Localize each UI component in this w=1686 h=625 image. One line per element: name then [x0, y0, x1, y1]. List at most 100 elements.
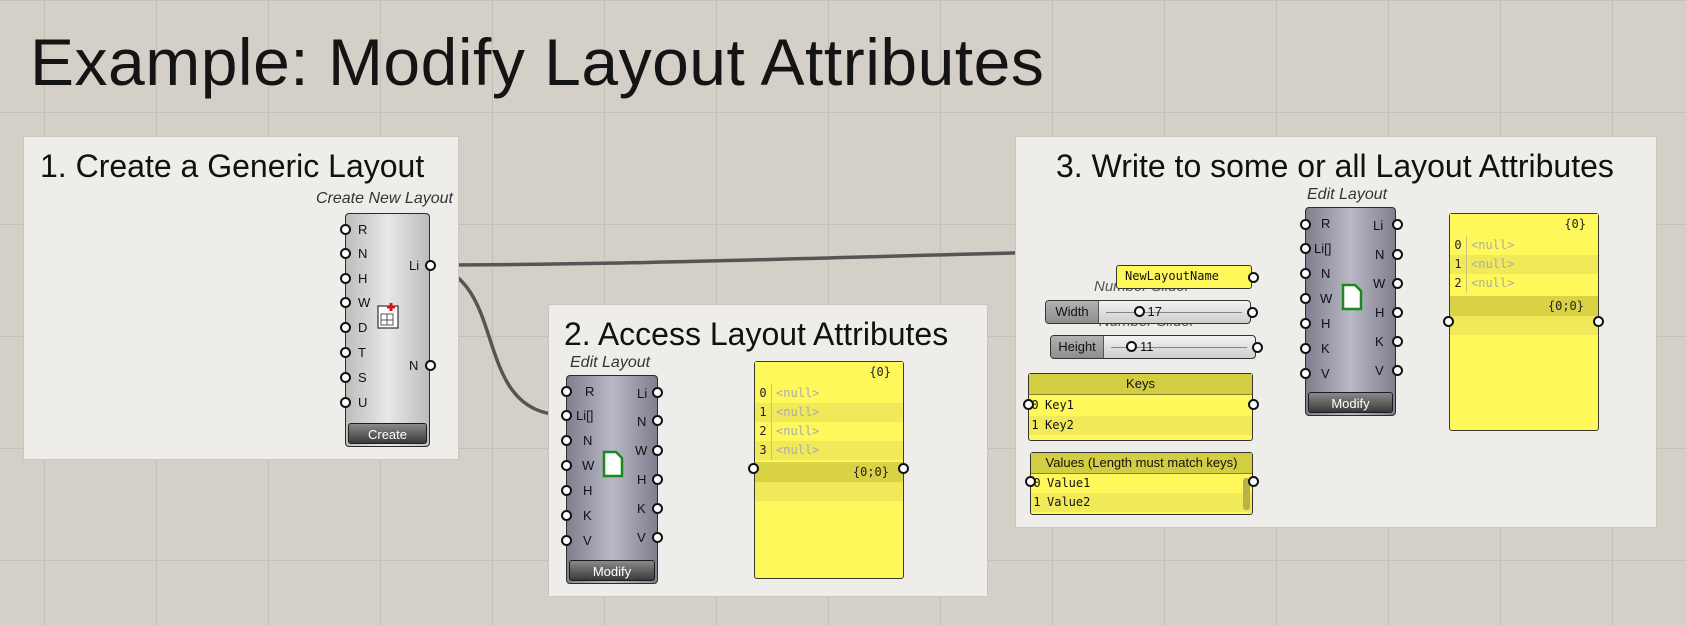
edit-layout-component-2[interactable]: R Li[] N W H K V Li N W H K V Modify	[566, 375, 658, 584]
input-port-w: W	[1320, 291, 1333, 306]
input-port-k: K	[1321, 341, 1330, 356]
output-port-v: V	[637, 530, 646, 545]
pin-edit2-k[interactable]	[561, 510, 572, 521]
values-panel-title: Values (Length must match keys)	[1031, 453, 1252, 474]
layout-page-icon	[602, 450, 624, 478]
pin-edit2-out-k[interactable]	[652, 503, 663, 514]
create-button[interactable]: Create	[348, 423, 427, 444]
pin-height-out[interactable]	[1252, 342, 1263, 353]
pin-edit3-li[interactable]	[1300, 243, 1311, 254]
pin-panel3-in[interactable]	[1443, 316, 1454, 327]
edit-layout-3-name: Edit Layout	[1307, 186, 1388, 203]
input-port-r: R	[585, 384, 595, 399]
input-port-d: D	[358, 320, 368, 335]
output-port-li: Li	[409, 258, 420, 273]
pin-create-out-n[interactable]	[425, 360, 436, 371]
pin-create-n[interactable]	[340, 248, 351, 259]
pin-create-t[interactable]	[340, 347, 351, 358]
pin-edit2-out-w[interactable]	[652, 445, 663, 456]
input-port-n: N	[1321, 266, 1331, 281]
pin-keys-in[interactable]	[1023, 399, 1034, 410]
pin-edit3-out-v[interactable]	[1392, 365, 1403, 376]
pin-edit2-out-n[interactable]	[652, 415, 663, 426]
pin-edit2-n[interactable]	[561, 435, 572, 446]
pin-edit2-out-li[interactable]	[652, 387, 663, 398]
edit-layout-component-3[interactable]: R Li[] N W H K V Li N W H K V Modify	[1305, 207, 1396, 416]
output-port-w: W	[1373, 276, 1386, 291]
panel-spacer	[1450, 316, 1598, 335]
output-port-w: W	[635, 443, 648, 458]
pin-edit3-r[interactable]	[1300, 219, 1311, 230]
pin-edit2-li[interactable]	[561, 410, 572, 421]
input-port-n: N	[358, 246, 368, 261]
input-port-r: R	[358, 222, 368, 237]
panel-header: {0}	[755, 362, 903, 382]
pin-edit3-h[interactable]	[1300, 318, 1311, 329]
pin-create-r[interactable]	[340, 224, 351, 235]
pin-edit3-out-w[interactable]	[1392, 278, 1403, 289]
pin-panel2-in[interactable]	[748, 463, 759, 474]
pin-edit2-v[interactable]	[561, 535, 572, 546]
pin-panel2-out[interactable]	[898, 463, 909, 474]
pin-edit3-k[interactable]	[1300, 343, 1311, 354]
pin-create-s[interactable]	[340, 372, 351, 383]
output-port-n: N	[637, 414, 647, 429]
pin-edit3-out-h[interactable]	[1392, 307, 1403, 318]
input-port-s: S	[358, 370, 367, 385]
pin-create-u[interactable]	[340, 397, 351, 408]
height-slider-knob[interactable]	[1126, 341, 1137, 352]
output-panel-3[interactable]: {0} 0<null> 1<null> 2<null> {0;0}	[1449, 213, 1599, 431]
height-slider[interactable]: Height 11	[1050, 335, 1256, 359]
panel-row: 1<null>	[1450, 255, 1598, 274]
output-port-v: V	[1375, 363, 1384, 378]
pin-edit3-out-k[interactable]	[1392, 336, 1403, 347]
pin-create-out-li[interactable]	[425, 260, 436, 271]
panel-spacer	[755, 482, 903, 501]
input-port-n: N	[583, 433, 593, 448]
input-port-w: W	[582, 458, 595, 473]
width-slider-knob[interactable]	[1133, 306, 1145, 317]
pin-create-d[interactable]	[340, 322, 351, 333]
values-panel-scrollbar[interactable]	[1243, 478, 1250, 510]
pin-edit2-r[interactable]	[561, 386, 572, 397]
width-slider-track	[1106, 312, 1242, 313]
pin-panel3-out[interactable]	[1593, 316, 1604, 327]
pin-edit2-out-h[interactable]	[652, 474, 663, 485]
output-port-k: K	[1375, 334, 1384, 349]
pin-values-in[interactable]	[1025, 476, 1036, 487]
panel-row: 2<null>	[755, 422, 903, 441]
layout-name-panel[interactable]: NewLayoutName	[1116, 265, 1252, 289]
pin-edit3-v[interactable]	[1300, 368, 1311, 379]
edit-layout-2-name: Edit Layout	[570, 354, 651, 371]
input-port-v: V	[583, 533, 592, 548]
pin-edit3-out-n[interactable]	[1392, 249, 1403, 260]
pin-edit3-w[interactable]	[1300, 293, 1311, 304]
input-port-t: T	[358, 345, 366, 360]
pin-width-out[interactable]	[1247, 307, 1258, 318]
output-port-k: K	[637, 501, 646, 516]
modify-button[interactable]: Modify	[569, 560, 655, 581]
modify-button[interactable]: Modify	[1308, 392, 1393, 413]
pin-keys-out[interactable]	[1248, 399, 1259, 410]
input-port-li: Li[]	[576, 408, 594, 423]
height-slider-value: 11	[1140, 339, 1154, 354]
page-title: Example: Modify Layout Attributes	[30, 25, 1045, 99]
pin-create-w[interactable]	[340, 297, 351, 308]
pin-edit3-out-li[interactable]	[1392, 219, 1403, 230]
pin-edit2-out-v[interactable]	[652, 532, 663, 543]
output-panel-2[interactable]: {0} 0<null> 1<null> 2<null> 3<null> {0;0…	[754, 361, 904, 579]
pin-values-out[interactable]	[1248, 476, 1259, 487]
pin-edit3-n[interactable]	[1300, 268, 1311, 279]
input-port-w: W	[358, 295, 371, 310]
pin-create-h[interactable]	[340, 273, 351, 284]
create-layout-component[interactable]: R N H W D T S U Li N Create	[345, 213, 430, 447]
width-slider[interactable]: Width 17	[1045, 300, 1251, 324]
pin-name-out[interactable]	[1248, 272, 1259, 283]
pin-edit2-h[interactable]	[561, 485, 572, 496]
panel-footer: {0;0}	[755, 462, 903, 482]
pin-edit2-w[interactable]	[561, 460, 572, 471]
